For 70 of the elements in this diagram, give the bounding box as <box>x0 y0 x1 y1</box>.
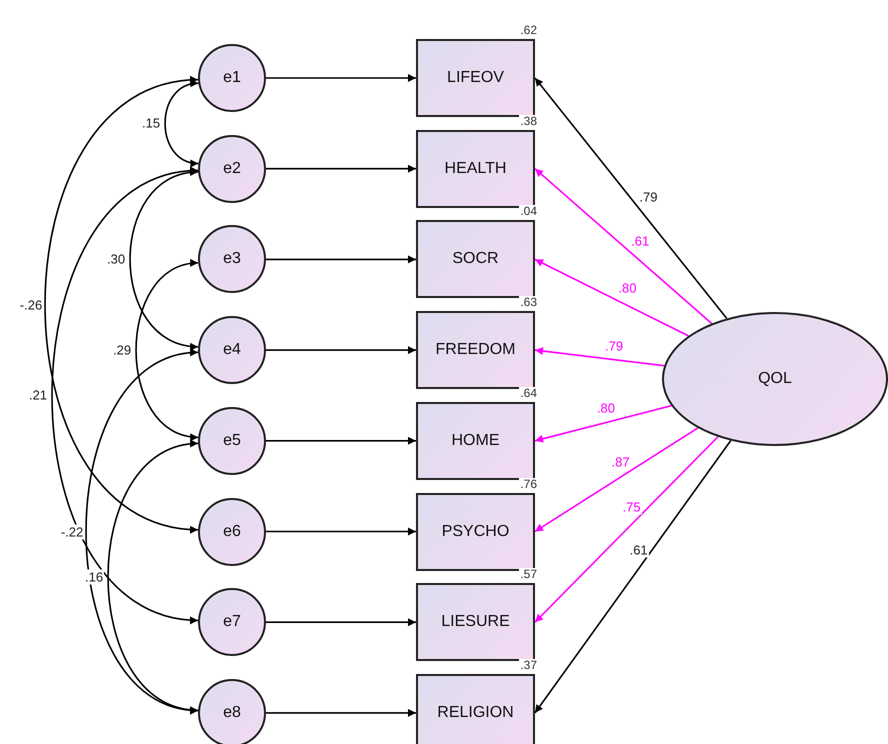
node-label: HOME <box>452 432 500 450</box>
edge-label: -.22 <box>60 524 84 539</box>
r-squared-value: .76 <box>519 478 538 490</box>
r-squared-value: .38 <box>519 114 538 128</box>
arrow <box>534 78 728 319</box>
node-label: RELIGION <box>437 704 514 722</box>
arrow <box>266 618 416 626</box>
edge-label: .29 <box>112 342 132 358</box>
node-label: HEALTH <box>444 160 506 178</box>
node-label: PSYCHO <box>442 522 510 540</box>
edge-label: .75 <box>622 500 642 515</box>
node-label: FREEDOM <box>436 341 516 360</box>
variable-box <box>416 402 535 480</box>
edge-label: .80 <box>617 280 638 296</box>
edge-label: .79 <box>604 338 624 354</box>
node-label: e6 <box>223 522 241 540</box>
r-squared-value: .57 <box>519 568 538 582</box>
node-label: e1 <box>223 69 241 87</box>
covariance-arrow <box>85 350 198 713</box>
node-label: LIESURE <box>441 613 510 632</box>
node-label: e4 <box>223 341 241 360</box>
r-squared-value: .04 <box>519 205 538 218</box>
r-squared-value: .37 <box>519 658 538 672</box>
variable-box <box>416 674 535 744</box>
covariance-arrow <box>107 441 198 713</box>
edge-label: .80 <box>596 400 616 416</box>
arrow <box>534 404 672 443</box>
arrow <box>266 346 416 354</box>
node-label: e5 <box>223 432 241 450</box>
arrow <box>534 436 718 623</box>
variable-box <box>416 492 535 570</box>
arrow <box>534 258 689 337</box>
edge-label: .15 <box>141 116 162 131</box>
node-label: SOCR <box>452 250 499 268</box>
variable-box <box>416 220 535 298</box>
edge-label: .87 <box>610 454 631 470</box>
arrow <box>534 168 712 324</box>
arrow <box>266 74 416 82</box>
node-label: LIFEOV <box>447 69 504 87</box>
arrow <box>266 436 416 445</box>
variable-box <box>416 130 535 208</box>
covariance-arrow <box>51 168 198 623</box>
r-squared-value: .63 <box>519 296 538 310</box>
variable-box <box>416 311 535 390</box>
edge-label: -.26 <box>18 297 44 312</box>
variable-box <box>416 39 535 117</box>
edge-label: .61 <box>630 233 650 248</box>
arrow <box>266 528 416 536</box>
arrow <box>266 164 416 173</box>
covariance-arrow <box>44 77 198 532</box>
node-label: e8 <box>223 704 241 722</box>
node-label: e7 <box>223 613 241 632</box>
edge-label: .61 <box>628 542 649 558</box>
arrow <box>266 708 416 717</box>
edge-label: .79 <box>638 190 658 205</box>
r-squared-value: .64 <box>519 386 538 400</box>
arrow <box>534 427 698 532</box>
r-squared-value: .62 <box>519 24 538 37</box>
arrow <box>534 347 664 366</box>
covariance-arrow <box>135 260 198 440</box>
covariance-arrow <box>129 169 198 350</box>
arrow <box>266 255 416 264</box>
edge-label: .16 <box>84 569 104 584</box>
edge-label: .30 <box>106 252 126 267</box>
node-label: QOL <box>758 370 792 388</box>
variable-box <box>416 583 535 662</box>
covariance-arrow <box>164 80 199 166</box>
node-label: e3 <box>223 250 241 268</box>
node-label: e2 <box>223 160 241 178</box>
arrow <box>534 440 732 714</box>
